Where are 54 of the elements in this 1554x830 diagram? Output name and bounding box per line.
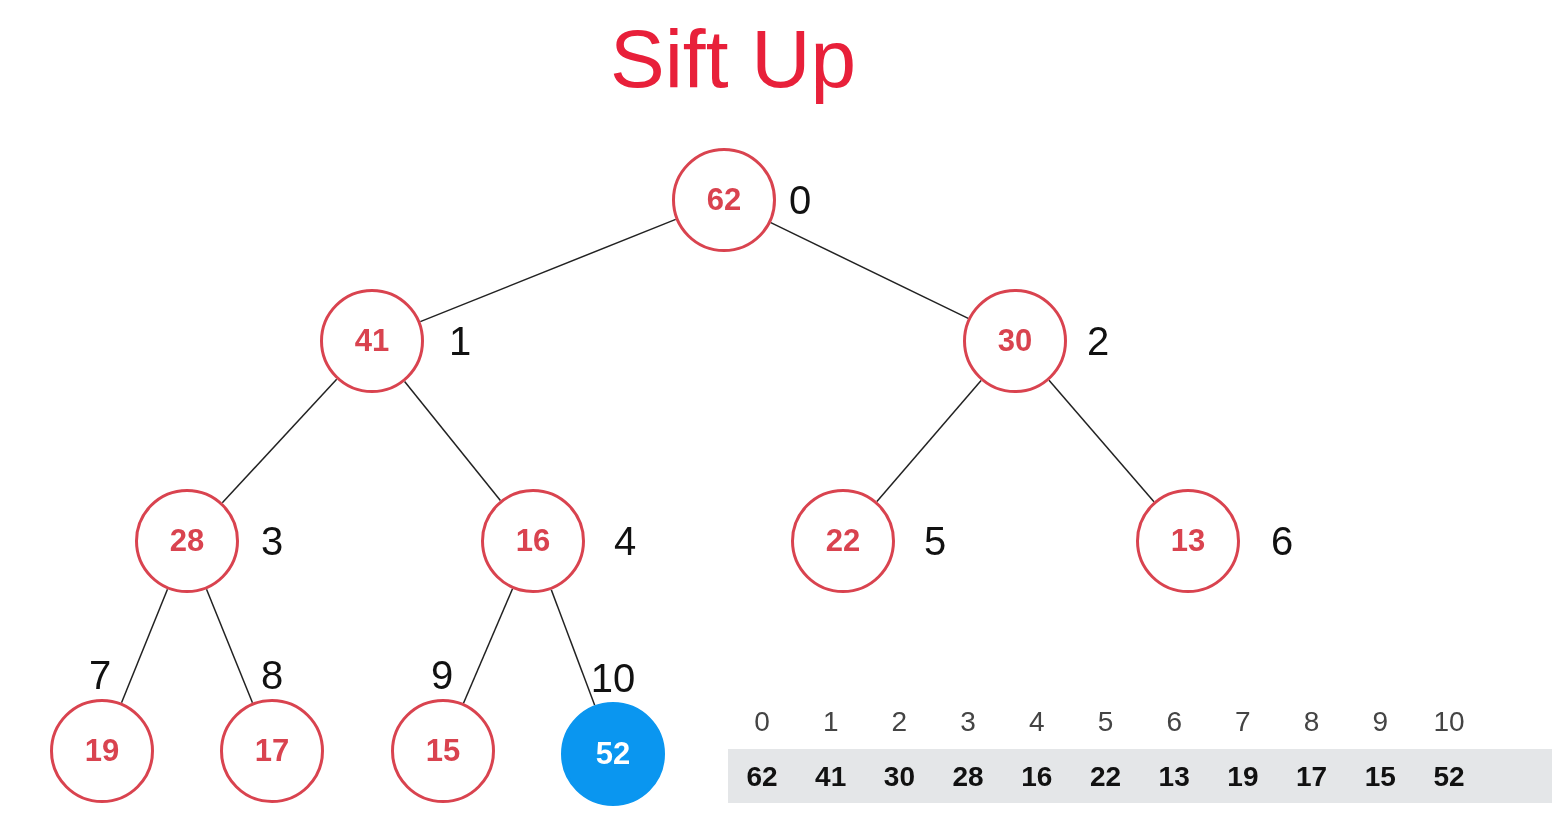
- array-value: 22: [1089, 763, 1122, 791]
- array-index: 6: [1166, 708, 1182, 736]
- heap-node: 17: [220, 699, 324, 803]
- array-index: 1: [822, 708, 839, 736]
- heap-node: 41: [320, 289, 424, 393]
- heap-node: 62: [672, 148, 776, 252]
- highlighted-heap-node: 52: [561, 702, 665, 806]
- index-label: 8: [260, 655, 284, 695]
- array-index: 7: [1235, 708, 1251, 736]
- array-index: 8: [1303, 708, 1320, 736]
- array-index: 0: [754, 708, 770, 736]
- array-value: 62: [746, 763, 778, 791]
- heap-node: 22: [791, 489, 895, 593]
- heap-node: 13: [1136, 489, 1240, 593]
- tree-edge: [550, 588, 596, 707]
- index-label: 6: [1270, 521, 1294, 561]
- tree-edge: [770, 221, 969, 320]
- array-value: 13: [1158, 763, 1190, 791]
- array-value: 30: [883, 763, 915, 791]
- heap-node: 19: [50, 699, 154, 803]
- array-index: 3: [960, 708, 976, 736]
- array-index: 4: [1029, 708, 1045, 736]
- array-value: 19: [1227, 763, 1259, 791]
- heap-node: 15: [391, 699, 495, 803]
- index-label: 9: [430, 655, 454, 695]
- heap-node: 28: [135, 489, 239, 593]
- array-value: 15: [1364, 763, 1396, 791]
- array-value: 41: [815, 763, 847, 791]
- tree-edge: [1048, 379, 1155, 503]
- index-label: 2: [1086, 321, 1110, 361]
- tree-edge: [462, 588, 514, 704]
- tree-edge: [120, 588, 169, 704]
- index-label: 0: [788, 180, 812, 220]
- array-value: 28: [952, 763, 984, 791]
- heap-node: 30: [963, 289, 1067, 393]
- array-index: 5: [1097, 708, 1114, 736]
- tree-edge: [221, 378, 338, 504]
- index-label: 5: [923, 521, 947, 561]
- index-label: 1: [448, 321, 472, 361]
- array-value: 16: [1021, 763, 1053, 791]
- tree-edge: [419, 218, 677, 323]
- index-label: 10: [590, 658, 636, 698]
- tree-edge: [876, 379, 982, 503]
- array-index: 10: [1433, 708, 1465, 736]
- index-label: 4: [613, 521, 637, 561]
- tree-edge: [403, 380, 502, 502]
- array-value: 52: [1433, 763, 1465, 791]
- index-label: 3: [260, 521, 284, 561]
- array-value: 17: [1296, 763, 1328, 791]
- heap-node: 16: [481, 489, 585, 593]
- array-index: 2: [891, 708, 908, 736]
- index-label: 7: [88, 655, 112, 695]
- tree-edge: [205, 588, 254, 704]
- array-index: 9: [1372, 708, 1389, 736]
